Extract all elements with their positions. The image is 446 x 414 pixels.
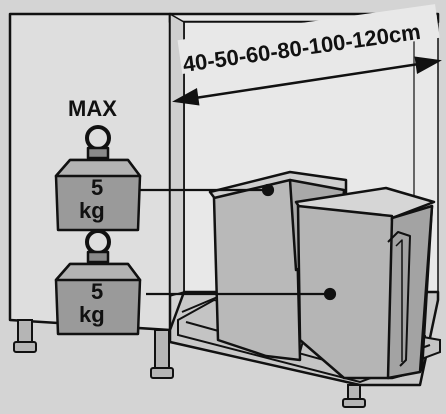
max-label: MAX xyxy=(68,96,117,121)
bin-front xyxy=(296,188,434,378)
weight-unit: kg xyxy=(79,302,105,327)
foot xyxy=(155,330,169,370)
foot xyxy=(18,320,32,344)
callout-dot-back xyxy=(263,185,273,195)
foot xyxy=(151,368,173,378)
foot xyxy=(343,399,365,407)
weight-value: 5 xyxy=(91,279,103,304)
foot xyxy=(14,342,36,352)
weight-unit: kg xyxy=(79,198,105,223)
weight-value: 5 xyxy=(91,175,103,200)
callout-dot-front xyxy=(325,289,335,299)
